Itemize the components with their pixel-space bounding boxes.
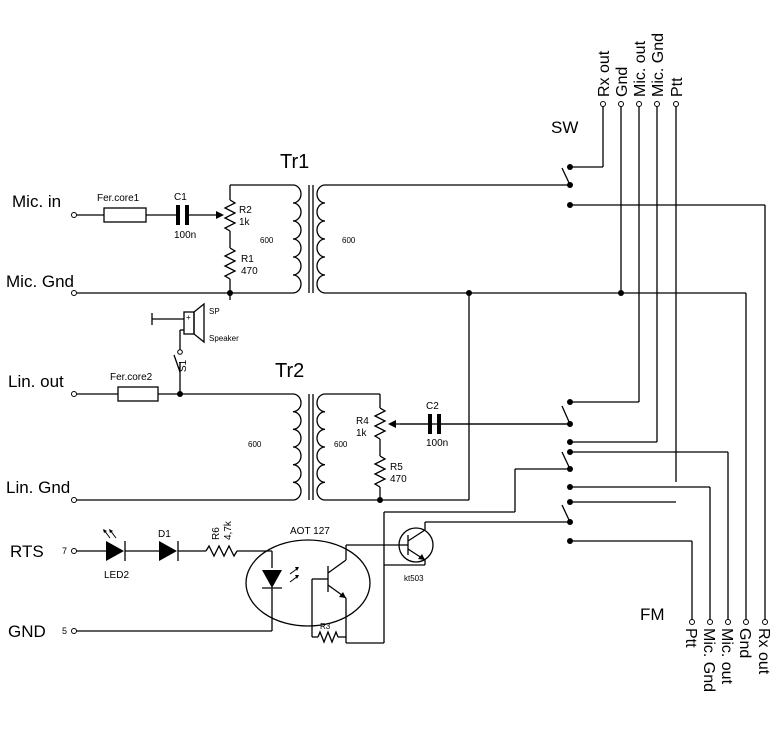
r4-label: R4 [356, 416, 369, 427]
tr1-primary-value: 600 [260, 236, 274, 245]
sw-switch-bank [325, 164, 765, 620]
c1-plate-b [185, 205, 189, 225]
bottom-pin-gnd: Gnd [736, 628, 753, 658]
svg-text:+: + [186, 313, 191, 322]
label-gnd: GND [8, 622, 46, 641]
c1-plate-a [176, 205, 180, 225]
mic-input-section: Mic. in Fer.core1 C1 100n R2 1k R1 470 [12, 184, 293, 296]
r5-label: R5 [390, 462, 403, 473]
c2-plate-a [428, 414, 432, 434]
label-mic-in: Mic. in [12, 192, 61, 211]
r2-value: 1k [239, 217, 251, 228]
mic-gnd-section: Mic. Gnd [6, 272, 293, 300]
sw-label: SW [551, 118, 578, 137]
bottom-connector: Ptt Mic. Gnd Mic. out Gnd Rx out [621, 205, 772, 692]
bottom-pin-mic-out: Mic. out [718, 628, 735, 685]
top-pin-mic-gnd: Mic. Gnd [650, 33, 667, 97]
bottom-pin-mic-gnd: Mic. Gnd [700, 628, 717, 692]
label-lin-out: Lin. out [8, 372, 64, 391]
led2-triangle [106, 541, 124, 561]
speaker-cone [193, 302, 205, 344]
speaker-sp-label: SP [209, 307, 220, 316]
r1-label: R1 [241, 254, 254, 265]
r1-zigzag [223, 247, 237, 280]
r6-zigzag [205, 544, 238, 558]
transistor-kt503: kt503 [384, 522, 434, 583]
ferrite-core-1 [103, 207, 147, 223]
r4-r5-c2-section: R4 1k R5 470 C2 100n [356, 394, 570, 503]
transformer-tr2: Tr2 600 600 [248, 360, 380, 501]
r6-value: 4,7k [223, 520, 234, 540]
r2-zigzag [223, 199, 237, 232]
tr2-secondary-value: 600 [334, 440, 348, 449]
transistor-label: kt503 [404, 574, 424, 583]
s1-label: S1 [178, 359, 189, 372]
c2-plate-b [437, 414, 441, 434]
rts-pin-number: 7 [62, 546, 67, 556]
c2-value: 100n [426, 438, 448, 449]
ferrite-core-2 [117, 386, 159, 402]
top-pin-rx-out: Rx out [596, 50, 613, 97]
r6-label: R6 [211, 527, 222, 540]
speaker-section: + SP Speaker S1 [151, 302, 239, 392]
r1-value: 470 [241, 266, 258, 277]
optocoupler-aot127: AOT 127 R3 [245, 526, 402, 644]
c1-label: C1 [174, 192, 187, 203]
rts-section: RTS 7 LED2 D1 R6 4,7k [10, 520, 273, 581]
c2-label: C2 [426, 401, 439, 412]
r5-zigzag [373, 455, 387, 488]
gnd-pin-number: 5 [62, 626, 67, 636]
fm-label: FM [640, 605, 665, 624]
r4-value: 1k [356, 428, 368, 439]
line-out-section: Lin. out Fer.core2 Lin. Gnd [6, 372, 293, 503]
top-connector: Rx out Gnd Mic. out Mic. Gnd Ptt [570, 33, 686, 482]
tr2-primary-value: 600 [248, 440, 262, 449]
gnd-section: GND 5 [8, 588, 273, 641]
bottom-pin-rx-out: Rx out [755, 628, 772, 675]
tr1-secondary-value: 600 [342, 236, 356, 245]
tr2-primary-coil [292, 393, 302, 501]
transformer-tr1: Tr1 600 600 [260, 151, 624, 296]
label-mic-gnd: Mic. Gnd [6, 272, 74, 291]
r3-zigzag [317, 630, 339, 644]
ferrite1-label: Fer.core1 [97, 193, 140, 204]
led2-label: LED2 [104, 570, 129, 581]
tr2-secondary-coil [316, 393, 326, 501]
tr1-secondary-coil [316, 184, 326, 294]
top-pin-mic-out: Mic. out [632, 40, 649, 97]
d1-label: D1 [158, 529, 171, 540]
top-pin-ptt: Ptt [669, 77, 686, 97]
ferrite2-label: Fer.core2 [110, 372, 153, 383]
optocoupler-label: AOT 127 [290, 526, 330, 537]
r3-label: R3 [320, 622, 331, 631]
label-rts: RTS [10, 542, 44, 561]
tr1-label: Tr1 [280, 151, 309, 173]
c1-value: 100n [174, 230, 196, 241]
r4-zigzag [373, 407, 387, 440]
top-pin-gnd: Gnd [614, 67, 631, 97]
r5-value: 470 [390, 474, 407, 485]
tr1-primary-coil [292, 184, 302, 294]
bottom-pin-ptt: Ptt [682, 628, 699, 648]
tr2-label: Tr2 [275, 360, 304, 382]
r2-label: R2 [239, 205, 252, 216]
d1-triangle [159, 541, 177, 561]
label-lin-gnd: Lin. Gnd [6, 478, 70, 497]
speaker-label: Speaker [209, 334, 239, 343]
